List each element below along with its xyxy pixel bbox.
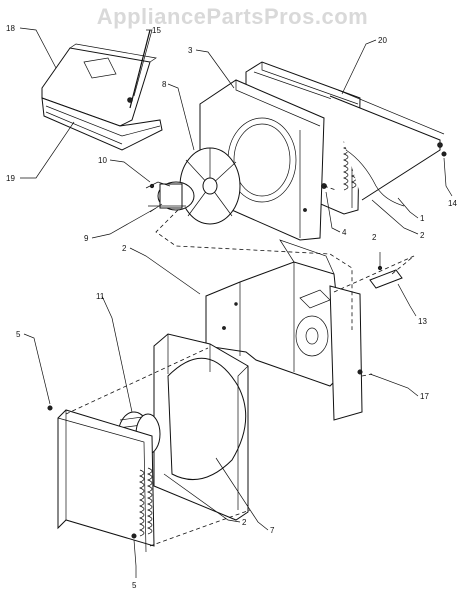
callout-11: 11 bbox=[96, 292, 105, 301]
callout-19: 19 bbox=[6, 174, 15, 183]
callout-17: 17 bbox=[420, 392, 429, 401]
part-14-screw bbox=[441, 151, 447, 157]
leader-lines bbox=[19, 27, 453, 578]
callout-5-lower: 5 bbox=[132, 581, 137, 590]
part-15-rod bbox=[127, 29, 151, 109]
callout-13: 13 bbox=[418, 317, 427, 326]
part-13-bracket bbox=[369, 252, 403, 289]
callout-20: 20 bbox=[378, 36, 387, 45]
callout-4: 4 bbox=[342, 228, 347, 237]
callout-2-bracket: 2 bbox=[372, 233, 377, 242]
part-7-blower-scroll bbox=[153, 333, 249, 521]
part-1-tube bbox=[345, 149, 405, 207]
callout-labels: 18 15 3 20 8 19 10 9 14 1 2 4 2 2 13 11 … bbox=[6, 24, 457, 590]
part-8-fan-blade bbox=[179, 147, 241, 225]
callout-2-upper: 2 bbox=[420, 231, 425, 240]
callout-5-upper: 5 bbox=[16, 330, 21, 339]
evaporator-coil bbox=[57, 409, 155, 553]
callout-2-lower: 2 bbox=[242, 518, 247, 527]
callout-14: 14 bbox=[448, 199, 457, 208]
part-5-screw-bottom bbox=[131, 533, 137, 539]
callout-7: 7 bbox=[270, 526, 275, 535]
part-9-motor bbox=[148, 181, 195, 213]
part-19-base-tray bbox=[41, 97, 163, 151]
part-10-motor-bracket bbox=[145, 181, 171, 189]
callout-10: 10 bbox=[98, 156, 107, 165]
part-2-partition-panel bbox=[205, 239, 351, 387]
callout-2-middle: 2 bbox=[122, 244, 127, 253]
part-17-side-plate bbox=[329, 285, 363, 421]
callout-9: 9 bbox=[84, 234, 89, 243]
callout-18: 18 bbox=[6, 24, 15, 33]
callout-1: 1 bbox=[420, 214, 425, 223]
callout-3: 3 bbox=[188, 46, 193, 55]
callout-15: 15 bbox=[152, 26, 161, 35]
callout-8: 8 bbox=[162, 80, 167, 89]
part-5-screw-top bbox=[47, 405, 53, 411]
watermark: AppliancePartsPros.com bbox=[96, 4, 369, 29]
